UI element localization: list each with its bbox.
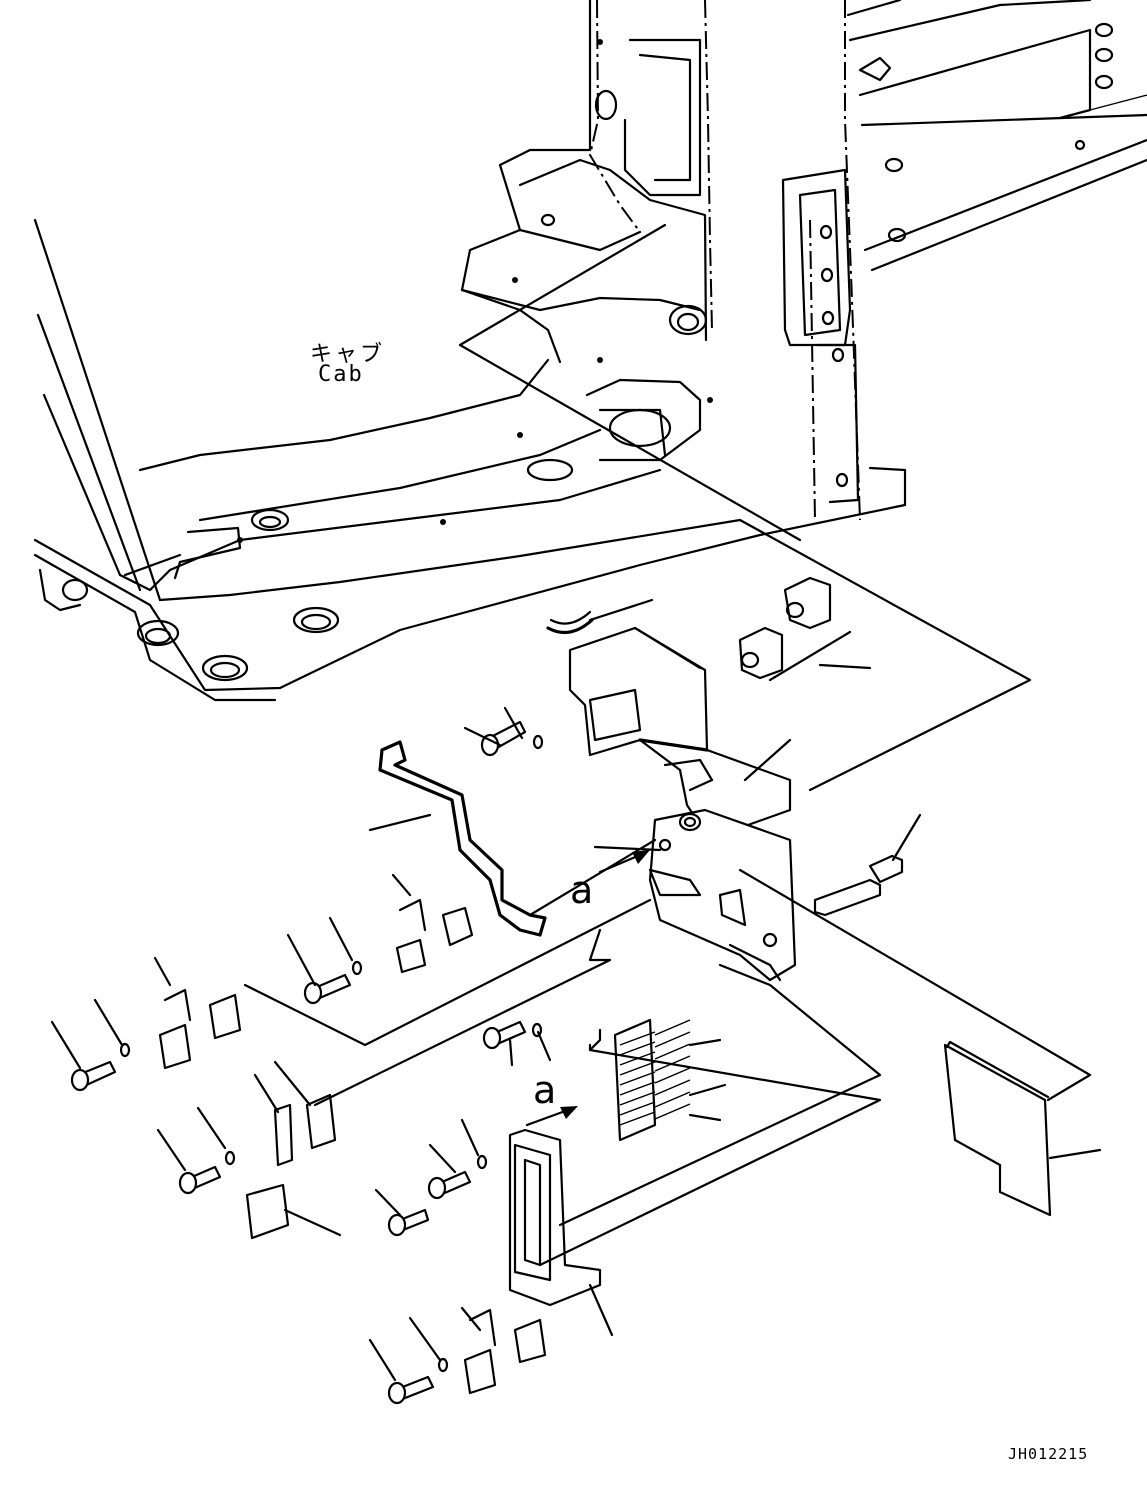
fuse-block: [613, 1018, 691, 1142]
support-bar: [378, 740, 547, 937]
slotted-bracket: [508, 1128, 602, 1307]
cover-panel: [943, 1040, 1052, 1217]
cab-frame-outline: [33, 0, 1147, 792]
cab-label-en: Cab: [318, 362, 364, 387]
view-a-label-1: a: [570, 868, 594, 912]
connector-plug: [813, 854, 904, 917]
harness-clip: [546, 610, 594, 635]
drawing-number: JH012215: [1008, 1445, 1089, 1463]
bolts-and-washers: [70, 720, 544, 1405]
relay-group-1: [158, 898, 547, 1395]
cab-label-jp: キャブ: [310, 342, 386, 367]
toggle-switches: [738, 576, 832, 680]
main-mounting-bracket: [568, 626, 797, 982]
leader-lines: [50, 598, 1102, 1382]
view-a-label-2: a: [533, 1068, 557, 1112]
